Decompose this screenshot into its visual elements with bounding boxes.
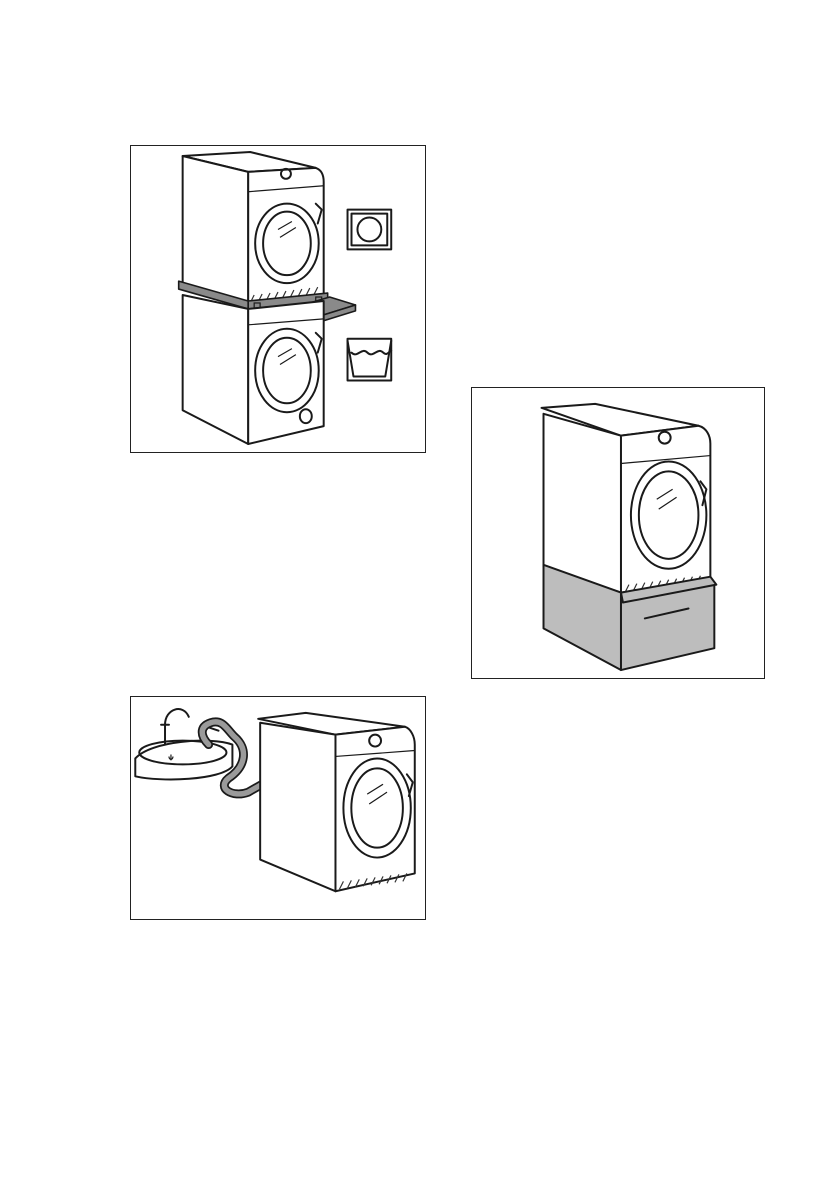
pedestal-illustration [472, 388, 764, 678]
washer-appliance [183, 295, 324, 444]
washer-symbol-icon [348, 339, 392, 381]
dryer-appliance [183, 152, 324, 305]
page-footer [0, 1182, 84, 1192]
dryer-appliance [258, 713, 415, 891]
dryer-appliance [542, 404, 711, 593]
sink-drain-illustration [131, 697, 425, 919]
stacking-kit-figure [130, 145, 426, 453]
dryer-symbol-icon [348, 210, 392, 250]
stacking-kit-illustration [131, 146, 425, 452]
sink-drain-figure [130, 696, 426, 920]
pedestal-figure [471, 387, 765, 679]
